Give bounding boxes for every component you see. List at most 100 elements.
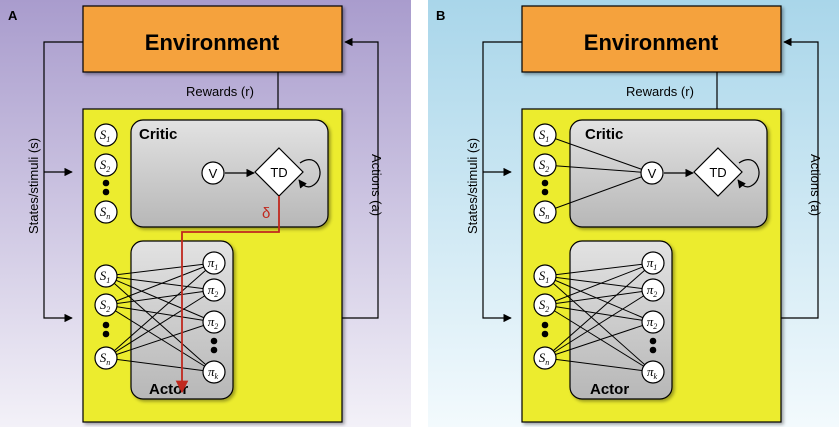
panel-b-actor-state-node-subscript: n: [545, 358, 549, 367]
panel-b-critic-state-node-symbol: S: [539, 127, 546, 142]
panel-b-critic-edge: [544, 134, 653, 175]
panel-b-states-loop: [482, 41, 522, 323]
panel-a-critic-state-ellipsis-dot: [102, 179, 110, 187]
panel-b-policy-node-label: πk: [647, 364, 658, 381]
panel-b-critic-edge: [544, 164, 653, 177]
panel-a-policy-node-label: π2: [208, 282, 219, 299]
panel-a-td-label: TD: [270, 165, 287, 180]
panel-b-policy-node-symbol: π: [647, 314, 654, 329]
panel-a-policy-node: π1: [202, 251, 226, 275]
panel-b-policy-ellipsis-dot: [649, 337, 657, 345]
panel-b-actor-edge: [544, 304, 654, 323]
panel-b-actor-edge: [544, 275, 654, 291]
panel-b-rewards-label: Rewards (r): [626, 84, 694, 99]
panel-a-actor-state-node-subscript: n: [106, 358, 110, 367]
panel-b-actor-state-node-symbol: S: [539, 297, 546, 312]
panel-a-policy-node-circle: [202, 360, 226, 384]
panel-a-value-label: V: [209, 166, 218, 181]
panel-a-actor-state-node: Sn: [94, 346, 118, 370]
panel-a-rewards-label: Rewards (r): [186, 84, 254, 99]
panel-b-critic-state-node-label: Sn: [539, 204, 550, 221]
panel-b-critic-edge: [544, 171, 653, 213]
panel-a-actor-state-node-subscript: 2: [106, 305, 110, 314]
panel-a-policy-node-label: π1: [208, 255, 219, 272]
panel-a-letter: A: [8, 8, 18, 23]
panel-b-policy-node-label: π2: [647, 314, 658, 331]
panel-a-policy-node-subscript: 2: [214, 290, 218, 299]
panel-b-td-self-loop: [737, 159, 760, 189]
panel-a-critic-state-node-label: Sn: [100, 204, 111, 221]
panel-a-critic-state-node-label: S2: [100, 157, 111, 174]
panel-a-policy-node: πk: [202, 360, 226, 384]
panel-a-policy-node-circle: [202, 278, 226, 302]
panel-a-critic-state-node-label: S1: [100, 127, 111, 144]
panel-a: A Environment Rewards (r) States/stimuli…: [0, 0, 411, 427]
panel-b-actor-state-node-subscript: 2: [545, 305, 549, 314]
panel-b-actor-state-node-label: Sn: [539, 350, 550, 367]
panel-a-actor-state-node-subscript: 1: [106, 276, 110, 285]
panel-b-actor-label: Actor: [590, 381, 629, 398]
panel-a-policy-node-symbol: π: [208, 314, 215, 329]
panel-b-critic-state-ellipsis-dot: [541, 188, 549, 196]
panel-a-actor-edge: [105, 275, 215, 291]
panel-a-policy-node-circle: [202, 310, 226, 334]
panel-b-td-label: TD: [709, 165, 726, 180]
panel-b-actor-state-node-symbol: S: [539, 268, 546, 283]
panel-b-policy-node-label: π1: [647, 255, 658, 272]
panel-b-policy-node-symbol: π: [647, 282, 654, 297]
panel-a-actor-edge: [105, 262, 215, 306]
panel-a-critic-state-node-circle: [94, 123, 118, 147]
panel-a-actor-state-node-circle: [94, 293, 118, 317]
panel-b-critic-state-node-subscript: 2: [545, 165, 549, 174]
panel-a-actor-state-node-symbol: S: [100, 268, 107, 283]
panel-a-environment-box: [82, 5, 343, 73]
panel-a-critic-state-node-subscript: n: [106, 212, 110, 221]
panel-b-critic-label: Critic: [585, 126, 623, 143]
panel-a-actor-state-node-circle: [94, 346, 118, 370]
panel-b-critic-state-node: S1: [533, 123, 557, 147]
panel-a-environment-label: Environment: [145, 30, 280, 55]
panel-b-actor-state-node: Sn: [533, 346, 557, 370]
panel-a-states-label: States/stimuli (s): [26, 138, 41, 234]
panel-a-actor-state-node: S1: [94, 264, 118, 288]
panel-b-actions-label: Actions (a): [808, 154, 823, 216]
panel-a-delta-label: δ: [262, 205, 270, 222]
panel-b-value-label: V: [648, 166, 657, 181]
panel-a-actor-state-ellipsis-dot: [102, 330, 110, 338]
panel-a-actions-label: Actions (a): [369, 154, 384, 216]
panel-b-policy-node-label: π2: [647, 282, 658, 299]
panel-b-critic-edges: [544, 134, 653, 213]
panel-b-actor-state-ellipsis-dot: [541, 321, 549, 329]
panel-b-policy-node-circle: [641, 278, 665, 302]
panel-a-policy-ellipsis-dot: [210, 346, 218, 354]
panel-a-critic-state-node-circle: [94, 200, 118, 224]
panel-a-critic-state-node-subscript: 2: [106, 165, 110, 174]
panel-a-delta-path: [175, 196, 280, 394]
panel-a-critic-state-node-symbol: S: [100, 127, 107, 142]
panel-b-critic-state-node-symbol: S: [539, 157, 546, 172]
panel-b-policy-node-subscript: 2: [653, 290, 657, 299]
panel-b-actor-state-node: S2: [533, 293, 557, 317]
panel-a-actor-state-node-circle: [94, 264, 118, 288]
panel-b-critic-state-node-symbol: S: [539, 204, 546, 219]
panel-b-actor-edge: [544, 289, 654, 306]
panel-b-critic-state-node-subscript: 1: [545, 135, 549, 144]
panel-b-policy-node-circle: [641, 310, 665, 334]
panel-a-policy-node-symbol: π: [208, 255, 215, 270]
panel-b-policy-node: π2: [641, 278, 665, 302]
panel-a-actor-edge: [105, 304, 215, 323]
panel-b-critic-state-node-label: S2: [539, 157, 550, 174]
panel-a-critic-state-node: S1: [94, 123, 118, 147]
panel-a-actor-state-node-label: Sn: [100, 350, 111, 367]
panel-b-environment-box: [521, 5, 782, 73]
panel-b-critic-state-node-circle: [533, 123, 557, 147]
panel-b-actor-state-node-symbol: S: [539, 350, 546, 365]
panel-b-actor-edge: [544, 304, 654, 373]
panel-b-letter: B: [436, 8, 445, 23]
panel-b-actor-edge: [544, 262, 654, 359]
panel-a-actor-edge: [105, 275, 215, 323]
panel-b-critic-state-node: S2: [533, 153, 557, 177]
panel-b-critic-state-node-subscript: n: [545, 212, 549, 221]
panel-a-critic-state-node-circle: [94, 153, 118, 177]
